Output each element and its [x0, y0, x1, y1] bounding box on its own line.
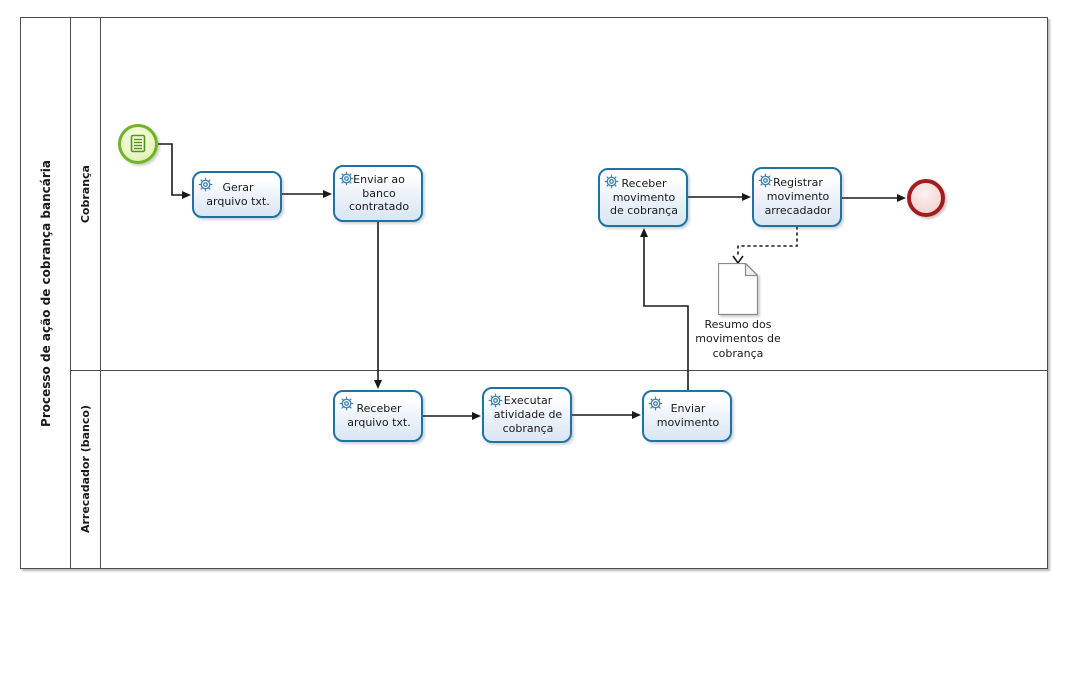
task-label: Receber arquivo txt.: [347, 402, 411, 429]
lane-cobranca-label-strip: Cobrança: [71, 18, 101, 370]
lane-arrecadador-label: Arrecadador (banco): [79, 405, 92, 534]
gear-icon: [198, 177, 213, 192]
pool-title-strip: Processo de ação de cobrança bancária: [21, 18, 71, 568]
gear-icon: [339, 171, 354, 186]
lane-cobranca-label: Cobrança: [79, 164, 92, 224]
lane-cobranca: Cobrança: [71, 18, 1047, 371]
document-icon: [130, 134, 146, 153]
task-gerar-arquivo-txt[interactable]: Gerar arquivo txt.: [192, 171, 282, 218]
pool-processo-cobranca: Processo de ação de cobrança bancária Co…: [20, 17, 1048, 569]
task-label: Executar atividade de cobrança: [493, 394, 563, 435]
task-label: Enviar movimento: [656, 402, 720, 429]
lane-arrecadador: Arrecadador (banco): [71, 371, 1047, 568]
task-registrar-movimento-arrecadador[interactable]: Registrar movimento arrecadador: [752, 167, 842, 227]
task-receber-arquivo-txt[interactable]: Receber arquivo txt.: [333, 390, 423, 442]
task-label: Receber movimento de cobrança: [609, 176, 679, 218]
task-label: Registrar movimento arrecadador: [764, 176, 832, 217]
gear-icon: [758, 173, 773, 188]
end-event[interactable]: [907, 179, 945, 217]
task-executar-atividade-de-cobranca[interactable]: Executar atividade de cobrança: [482, 387, 572, 443]
gear-icon: [604, 174, 619, 189]
data-object-label: Resumo dos movimentos de cobrança: [695, 318, 781, 360]
lane-arrecadador-label-strip: Arrecadador (banco): [71, 371, 101, 568]
task-receber-movimento-de-cobranca[interactable]: Receber movimento de cobrança: [598, 168, 688, 227]
task-label: Enviar ao banco contratado: [348, 172, 410, 214]
task-label: Gerar arquivo txt.: [206, 180, 270, 208]
gear-icon: [648, 396, 663, 411]
gear-icon: [339, 396, 354, 411]
start-event[interactable]: [118, 124, 158, 164]
data-object-document-icon[interactable]: [718, 263, 758, 315]
task-enviar-ao-banco-contratado[interactable]: Enviar ao banco contratado: [333, 165, 423, 222]
task-enviar-movimento[interactable]: Enviar movimento: [642, 390, 732, 442]
pool-title: Processo de ação de cobrança bancária: [38, 159, 53, 427]
gear-icon: [488, 393, 503, 408]
